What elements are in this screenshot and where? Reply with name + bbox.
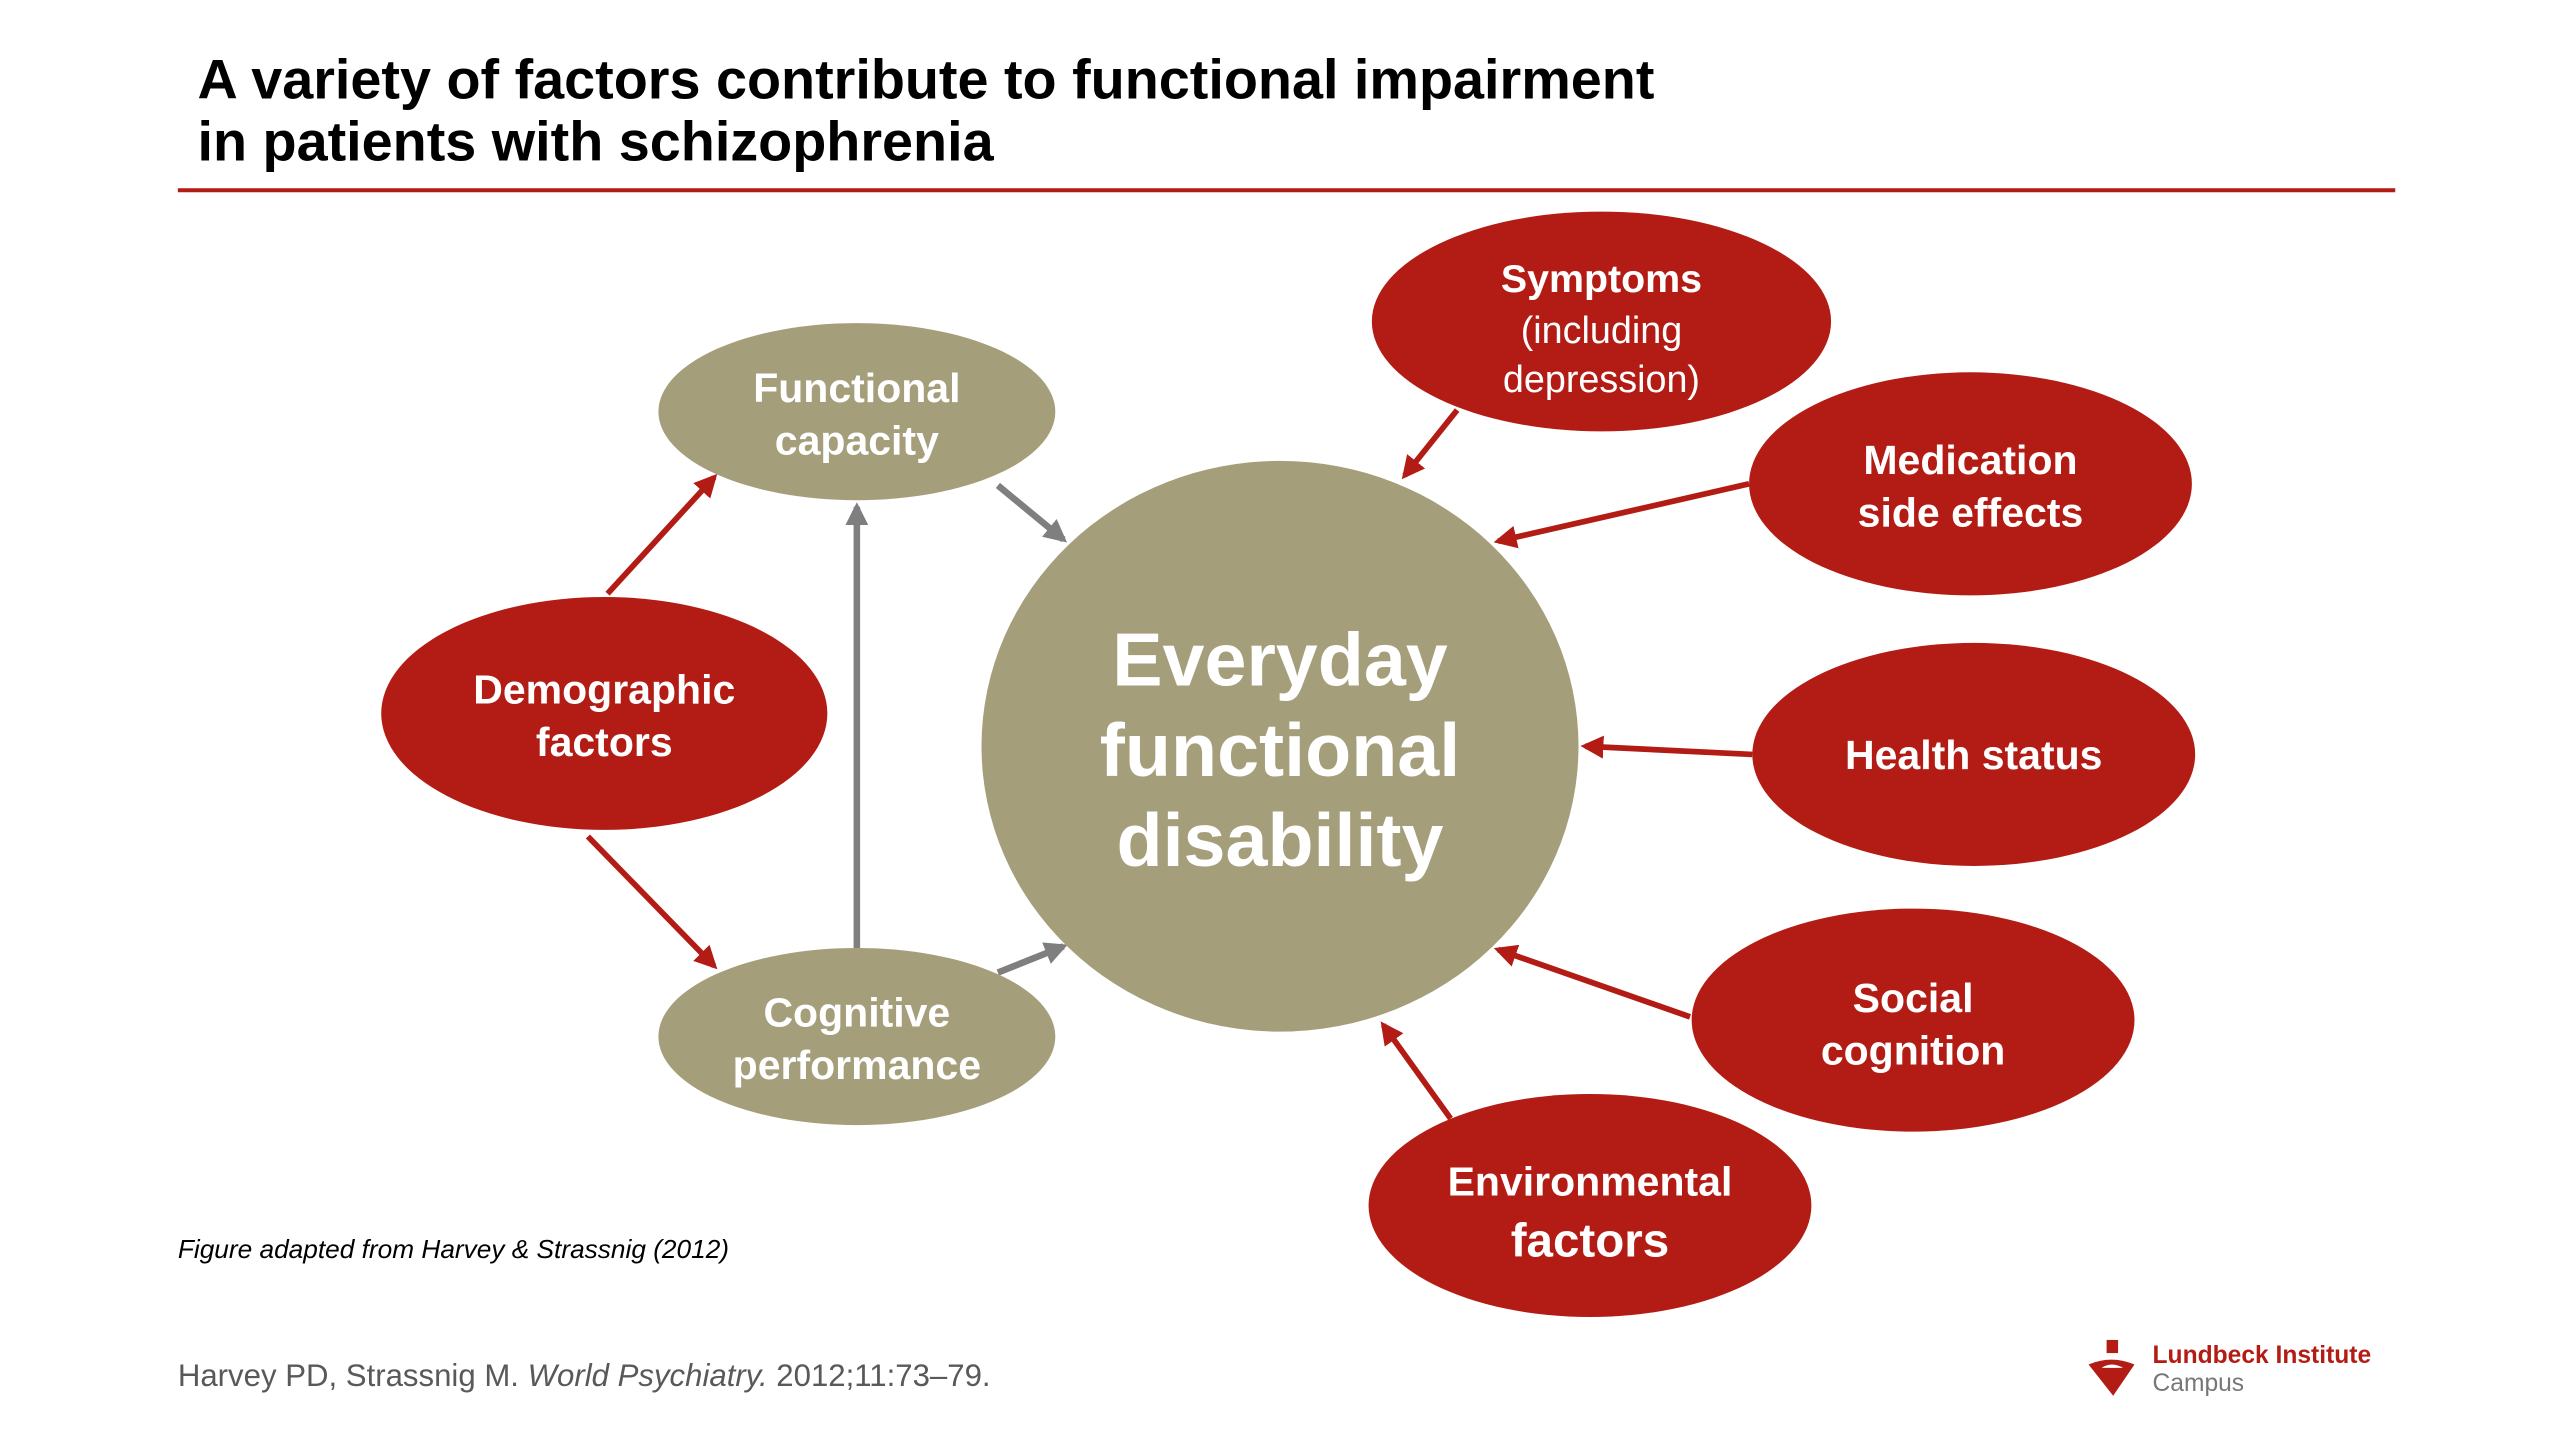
arrow-capacity-to-center xyxy=(995,482,1068,543)
node-label: Symptoms xyxy=(1501,257,1702,301)
logo-name: Lundbeck Institute xyxy=(2153,1342,2372,1369)
arrow-demographic-to-capacity xyxy=(605,473,718,596)
node-medication: Medication side effects xyxy=(1749,372,2192,596)
node-label: Health status xyxy=(1845,732,2102,778)
node-label: capacity xyxy=(775,417,939,463)
citation-journal: World Psychiatry. xyxy=(528,1358,768,1393)
node-symptoms: Symptoms (including depression) xyxy=(1371,211,1832,432)
arrow-demographic-to-cognitive xyxy=(585,834,718,970)
node-label: side effects xyxy=(1858,489,2084,535)
node-label: Environmental xyxy=(1448,1159,1733,1205)
node-functional-capacity: Functional capacity xyxy=(658,323,1056,501)
arrow-symptoms xyxy=(1401,408,1460,480)
node-label: cognition xyxy=(1821,1027,2005,1073)
lundbeck-logo: Lundbeck Institute Campus xyxy=(2088,1339,2372,1397)
center-line-3: disability xyxy=(1117,798,1444,882)
citation-details: 2012;11:73–79. xyxy=(768,1358,991,1393)
node-label: Functional xyxy=(753,365,960,411)
logo-mark-square xyxy=(2106,1339,2119,1354)
citation-authors: Harvey PD, Strassnig M. xyxy=(178,1358,528,1393)
arrow-social xyxy=(1493,944,1691,1020)
node-health: Health status xyxy=(1752,642,2196,866)
node-label: depression) xyxy=(1503,358,1700,400)
title-line-1: A variety of factors contribute to funct… xyxy=(198,48,1655,110)
arrow-health xyxy=(1580,735,1753,759)
node-social: Social cognition xyxy=(1691,908,2135,1132)
arrow-cognitive-to-center xyxy=(996,942,1068,976)
node-cognitive-performance: Cognitive performance xyxy=(658,947,1056,1126)
logo-mark-icon xyxy=(2088,1359,2135,1396)
center-line-1: Everyday xyxy=(1112,618,1448,702)
logo-sub: Campus xyxy=(2153,1370,2245,1397)
center-node: Everyday functional disability xyxy=(981,460,1579,1032)
center-line-2: functional xyxy=(1100,708,1460,792)
node-label: Cognitive xyxy=(763,990,950,1036)
node-label: Social xyxy=(1853,975,1974,1021)
arrow-medication xyxy=(1493,481,1750,549)
node-label: performance xyxy=(733,1042,981,1088)
node-label: factors xyxy=(1511,1214,1670,1267)
arrow-environmental xyxy=(1380,1021,1453,1121)
node-label: factors xyxy=(536,719,673,765)
arrows xyxy=(585,408,1753,1121)
figure-footnote: Figure adapted from Harvey & Strassnig (… xyxy=(178,1234,729,1264)
node-demographic: Demographic factors xyxy=(381,596,828,830)
node-label: Demographic xyxy=(473,667,735,713)
citation: Harvey PD, Strassnig M. World Psychiatry… xyxy=(178,1358,991,1393)
node-label: (including xyxy=(1521,309,1682,351)
node-label: Medication xyxy=(1863,437,2077,483)
title-line-2: in patients with schizophrenia xyxy=(198,111,995,173)
node-environmental: Environmental factors xyxy=(1368,1093,1812,1317)
